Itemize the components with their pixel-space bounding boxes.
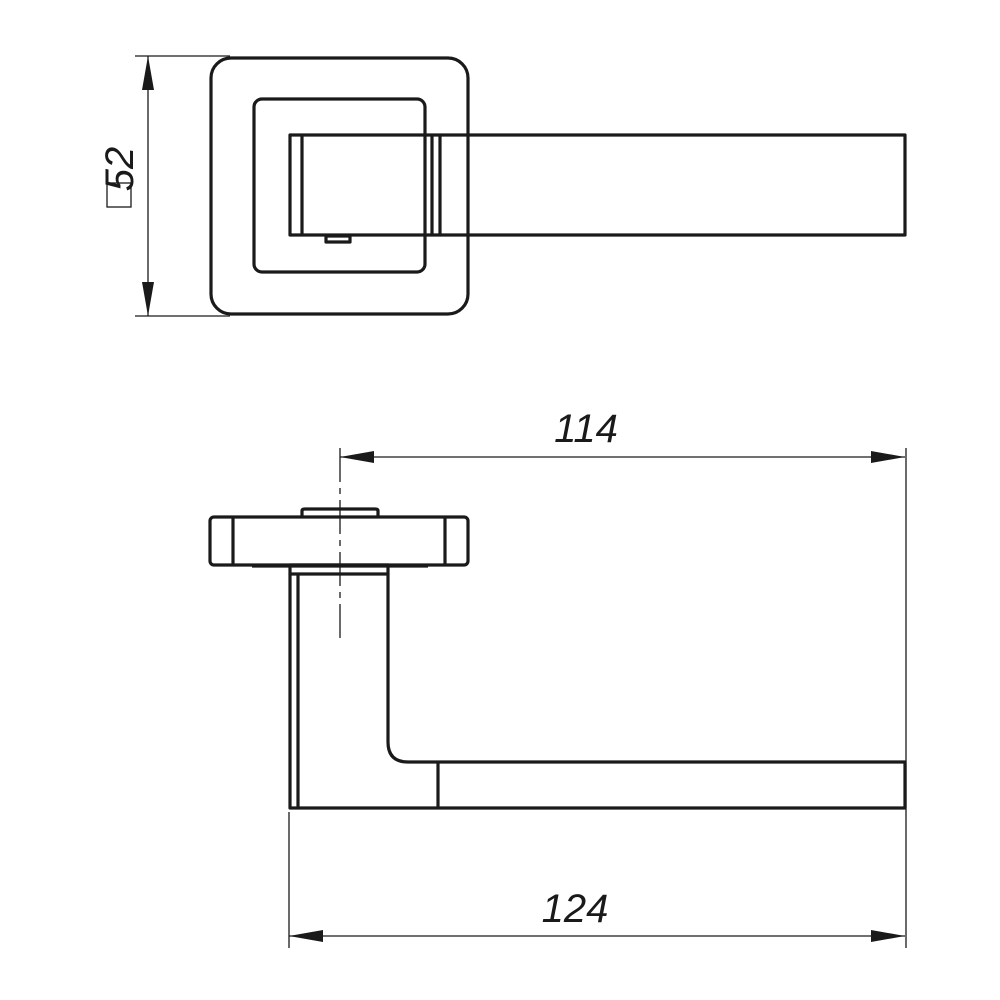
rosette-inner <box>252 97 427 274</box>
dim-52-value: 52 <box>98 147 142 192</box>
side-view: 114 124 <box>208 407 907 948</box>
lever-arm-front <box>440 133 907 237</box>
dim-52-arrow-bottom <box>142 282 154 316</box>
dim-124-arrow-left <box>289 930 323 942</box>
lever-body-side <box>288 574 907 810</box>
release-notch <box>324 234 352 244</box>
dim-114-arrow-left <box>340 451 374 463</box>
lever-neck-front <box>288 133 442 237</box>
dim-124-value: 124 <box>542 887 609 931</box>
dim-124-arrow-right <box>871 930 905 942</box>
dim-52-arrow-top <box>142 56 154 90</box>
dim-114-arrow-right <box>871 451 905 463</box>
rosette-outer <box>209 56 470 316</box>
dim-114-value: 114 <box>554 407 618 451</box>
square-symbol-icon <box>106 182 132 208</box>
front-view: 52 <box>98 55 907 317</box>
rosette-side <box>208 515 470 567</box>
